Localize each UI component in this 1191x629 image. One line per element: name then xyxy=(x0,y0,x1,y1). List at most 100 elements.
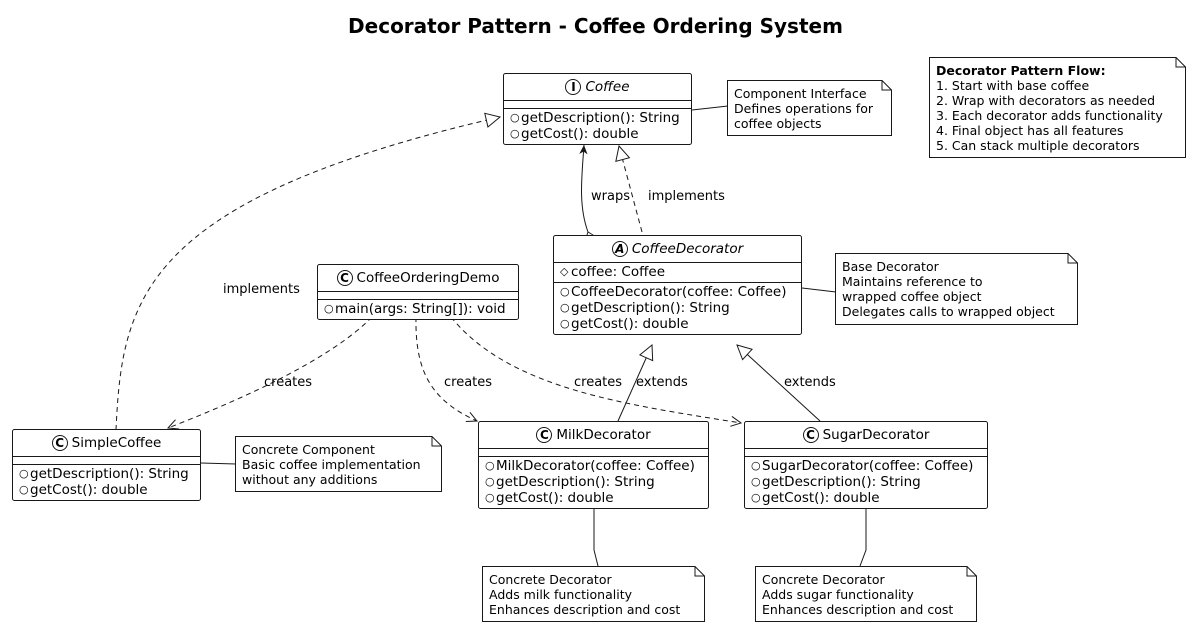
method-signature: MilkDecorator(coffee: Coffee) xyxy=(496,458,695,474)
public-visibility-icon: ○ xyxy=(560,317,570,330)
label-creates-simple: creates xyxy=(264,375,313,390)
label-implements-simple: implements xyxy=(223,282,300,297)
public-visibility-icon: ○ xyxy=(485,459,495,472)
class-name: CoffeeDecorator xyxy=(631,241,744,257)
note-border xyxy=(727,80,892,136)
class-fields xyxy=(745,449,987,456)
note-line: wrapped coffee object xyxy=(842,289,982,304)
public-visibility-icon: ○ xyxy=(560,301,570,314)
note-line: Base Decorator xyxy=(842,259,939,274)
class-coffee[interactable]: I Coffee ○getDescription(): String○getCo… xyxy=(503,73,692,145)
method-signature: main(args: String[]): void xyxy=(335,301,506,317)
note-line: Adds sugar functionality xyxy=(762,587,914,602)
relation-demo-creates-simplecoffee xyxy=(168,316,373,428)
relation-demo-creates-milk xyxy=(415,316,477,421)
method: ○getDescription(): String xyxy=(510,110,685,126)
note-line: Maintains reference to xyxy=(842,274,983,289)
public-visibility-icon: ○ xyxy=(560,285,570,298)
public-visibility-icon: ○ xyxy=(19,467,29,480)
method-signature: getCost(): double xyxy=(762,490,880,506)
note-line: Delegates calls to wrapped object xyxy=(842,304,1055,319)
method: ○getCost(): double xyxy=(560,316,795,332)
class-fields xyxy=(13,457,200,464)
class-coffee-ordering-demo[interactable]: C CoffeeOrderingDemo ○main(args: String[… xyxy=(317,264,519,320)
note-line: Adds milk functionality xyxy=(489,587,632,602)
class-fields xyxy=(479,449,708,456)
interface-icon: I xyxy=(565,79,582,95)
public-visibility-icon: ○ xyxy=(485,475,495,488)
method-signature: getCost(): double xyxy=(521,126,639,142)
relation-decorator-implements-coffee xyxy=(619,146,643,233)
note-border xyxy=(482,566,705,622)
public-visibility-icon: ○ xyxy=(19,483,29,496)
method-signature: getDescription(): String xyxy=(521,110,680,126)
note-line: coffee objects xyxy=(734,116,822,131)
method: ○main(args: String[]): void xyxy=(324,301,512,317)
note-connector-component xyxy=(691,105,729,111)
note-line: Enhances description and cost xyxy=(762,602,954,617)
note-border xyxy=(755,566,977,622)
method: ○getCost(): double xyxy=(751,490,981,506)
note-pattern-flow: Decorator Pattern Flow:1. Start with bas… xyxy=(929,57,1186,158)
method-signature: getDescription(): String xyxy=(496,474,655,490)
class-fields xyxy=(318,292,518,299)
class-name: SimpleCoffee xyxy=(71,435,162,451)
method: ○getDescription(): String xyxy=(485,474,702,490)
method: ○MilkDecorator(coffee: Coffee) xyxy=(485,458,702,474)
relation-demo-creates-sugar xyxy=(450,316,741,423)
field: ◇coffee: Coffee xyxy=(560,264,795,280)
public-visibility-icon: ○ xyxy=(510,111,520,124)
method-signature: getDescription(): String xyxy=(571,300,730,316)
label-extends-milk: extends xyxy=(636,375,688,390)
method-signature: getCost(): double xyxy=(30,482,148,498)
note-line: 4. Final object has all features xyxy=(936,123,1124,138)
class-methods: ○main(args: String[]): void xyxy=(318,299,518,319)
label-wraps: wraps xyxy=(591,189,630,204)
label-extends-sugar: extends xyxy=(784,375,836,390)
class-milk-decorator[interactable]: C MilkDecorator ○MilkDecorator(coffee: C… xyxy=(478,421,709,509)
method: ○getDescription(): String xyxy=(751,474,981,490)
note-border xyxy=(929,57,1186,158)
note-border xyxy=(235,436,442,492)
class-icon: C xyxy=(802,427,819,443)
class-coffee-decorator[interactable]: A CoffeeDecorator ◇coffee: Coffee ○Coffe… xyxy=(553,235,802,335)
class-fields: ◇coffee: Coffee xyxy=(554,263,801,282)
method-signature: getDescription(): String xyxy=(30,466,189,482)
note-connector-sugar xyxy=(859,507,867,567)
protected-visibility-icon: ◇ xyxy=(560,265,569,278)
class-methods: ○getDescription(): String○getCost(): dou… xyxy=(504,108,691,144)
label-implements-decorator: implements xyxy=(648,189,725,204)
class-simple-coffee[interactable]: C SimpleCoffee ○getDescription(): String… xyxy=(12,429,201,501)
method-signature: getCost(): double xyxy=(496,490,614,506)
note-line: Component Interface xyxy=(734,86,867,101)
abstract-class-icon: A xyxy=(611,241,628,257)
class-header: A CoffeeDecorator xyxy=(554,236,801,263)
note-line: Enhances description and cost xyxy=(489,602,681,617)
relation-milk-extends-decorator xyxy=(617,345,652,422)
public-visibility-icon: ○ xyxy=(485,491,495,504)
relation-simplecoffee-implements-coffee xyxy=(115,117,500,431)
relation-wraps xyxy=(579,144,594,242)
label-creates-sugar: creates xyxy=(574,375,623,390)
class-methods: ○MilkDecorator(coffee: Coffee)○getDescri… xyxy=(479,456,708,508)
label-creates-milk: creates xyxy=(444,375,493,390)
note-line: 2. Wrap with decorators as needed xyxy=(936,93,1156,108)
note-line: Concrete Decorator xyxy=(489,572,612,587)
public-visibility-icon: ○ xyxy=(510,127,520,140)
note-line: Concrete Decorator xyxy=(762,572,885,587)
class-header: C MilkDecorator xyxy=(479,422,708,449)
method: ○getCost(): double xyxy=(485,490,702,506)
note-line: without any additions xyxy=(242,472,378,487)
note-line: Defines operations for xyxy=(734,101,873,116)
class-sugar-decorator[interactable]: C SugarDecorator ○SugarDecorator(coffee:… xyxy=(744,421,988,509)
note-line: Basic coffee implementation xyxy=(242,457,421,472)
class-methods: ○CoffeeDecorator(coffee: Coffee)○getDesc… xyxy=(554,282,801,334)
note-line: 1. Start with base coffee xyxy=(936,78,1090,93)
class-name: SugarDecorator xyxy=(822,427,930,443)
field-signature: coffee: Coffee xyxy=(571,264,666,280)
class-header: C SugarDecorator xyxy=(745,422,987,449)
